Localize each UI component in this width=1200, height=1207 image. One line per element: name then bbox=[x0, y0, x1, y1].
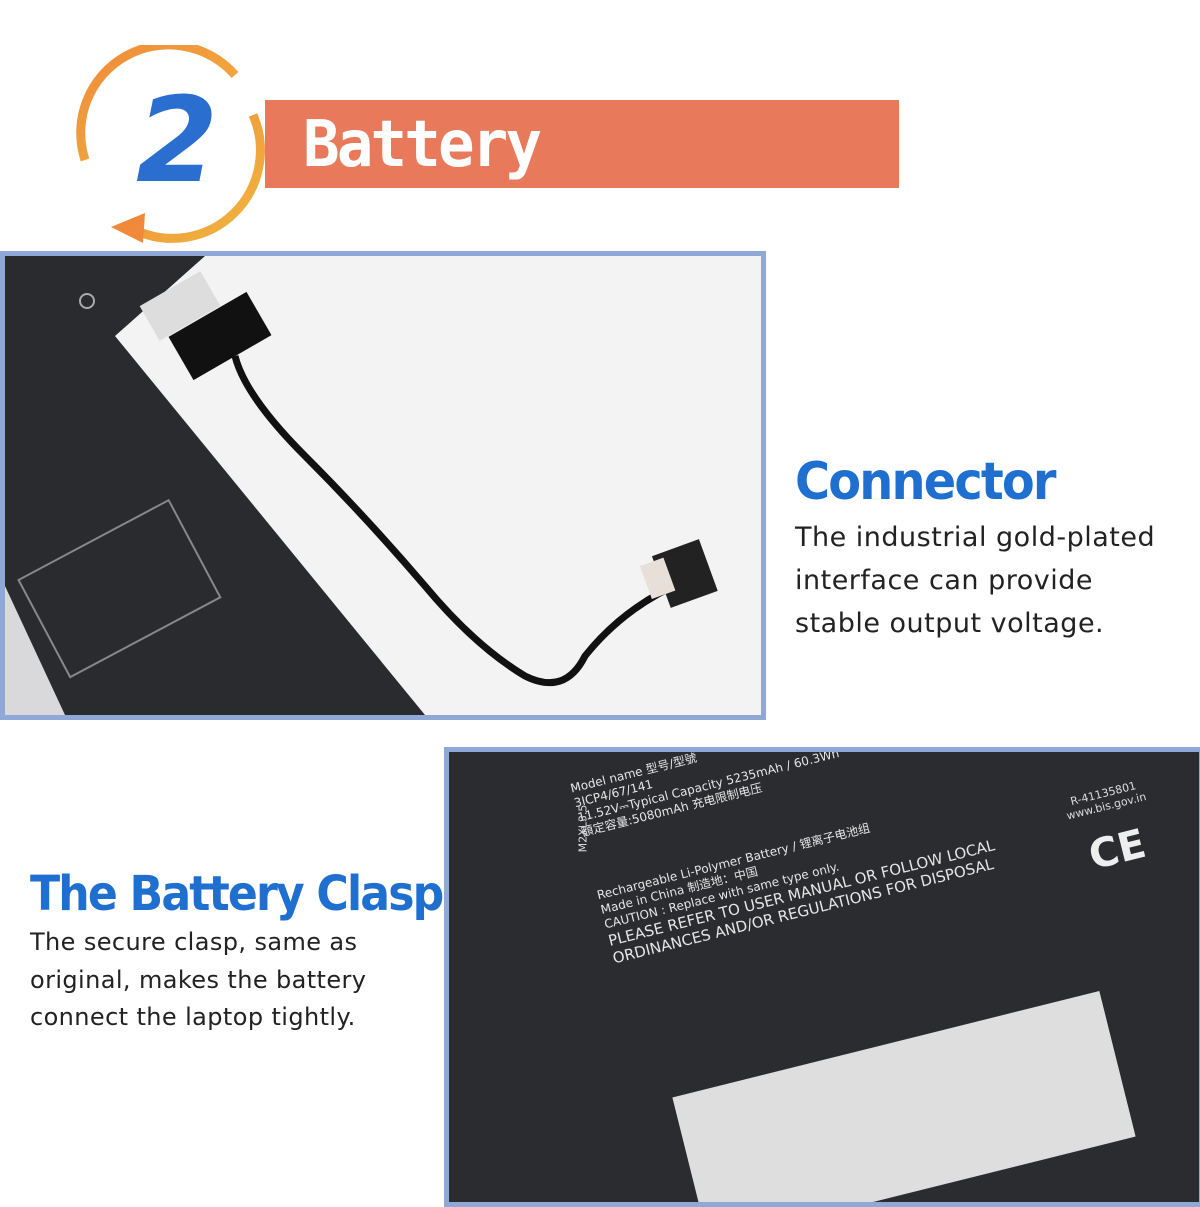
clasp-line: original, makes the battery bbox=[30, 965, 367, 994]
title-banner: Battery connector bbox=[265, 100, 899, 256]
step-number: 2 bbox=[135, 71, 218, 209]
clasp-line: connect the laptop tightly. bbox=[30, 1003, 356, 1031]
connector-heading: Connector bbox=[795, 452, 1057, 512]
connector-line: interface can provide bbox=[795, 565, 1093, 596]
clasp-heading: The Battery Clasp bbox=[30, 866, 444, 922]
step-circular-arrows-icon bbox=[75, 45, 270, 245]
clasp-description: The secure clasp, same as original, make… bbox=[30, 924, 366, 1037]
screw-label-side: M2XL3.5 bbox=[576, 804, 590, 853]
connector-photo bbox=[0, 251, 766, 720]
battery-label-photo: Model name 型号/型號 3ICP4/67/141 11.52V⎓Typ… bbox=[444, 747, 1200, 1207]
clasp-line: The secure clasp, same as bbox=[30, 928, 358, 956]
connector-line: stable output voltage. bbox=[795, 608, 1105, 639]
connector-line: The industrial gold-plated bbox=[795, 522, 1156, 553]
title: Battery connector bbox=[303, 108, 610, 256]
connector-description: The industrial gold-plated interface can… bbox=[795, 516, 1155, 645]
